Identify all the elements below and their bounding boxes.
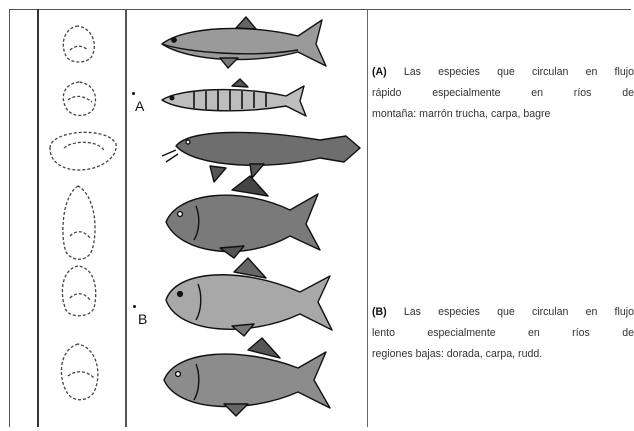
caption-b-line1: Las especies que circulan en flujo xyxy=(404,306,634,318)
caption-a-tag: (A) xyxy=(372,66,387,78)
cross-section-3 xyxy=(50,132,116,170)
cross-section-5 xyxy=(62,266,95,316)
caption-a-line2: rápido especialmente en ríos de xyxy=(372,83,634,104)
cross-section-6 xyxy=(61,344,97,400)
fish-rudd-icon xyxy=(164,338,330,416)
caption-b-tag: (B) xyxy=(372,306,387,318)
caption-b-line3: regiones bajas: dorada, carpa, rudd. xyxy=(372,344,634,365)
label-dot-b xyxy=(133,305,136,308)
caption-b: (B) Las especies que circulan en flujo l… xyxy=(372,302,634,365)
caption-b-line2: lento especialmente en ríos de xyxy=(372,323,634,344)
caption-a-line3: montaña: marrón trucha, carpa, bagre xyxy=(372,104,634,125)
fish-trout-icon xyxy=(162,17,326,68)
label-b: B xyxy=(138,311,147,327)
fish-minnow-icon xyxy=(162,79,306,116)
label-a: A xyxy=(135,98,144,114)
cross-section-4 xyxy=(63,186,95,259)
label-dot-a xyxy=(132,92,135,95)
caption-a: (A) Las especies que circulan en flujo r… xyxy=(372,62,634,125)
fish-catfish-icon xyxy=(162,132,360,182)
fish-dorada-icon xyxy=(166,258,332,336)
caption-a-line1: Las especies que circulan en flujo xyxy=(404,66,634,78)
cross-section-2 xyxy=(63,82,95,116)
cross-section-1 xyxy=(63,26,94,62)
fish-bream-icon xyxy=(166,176,320,258)
